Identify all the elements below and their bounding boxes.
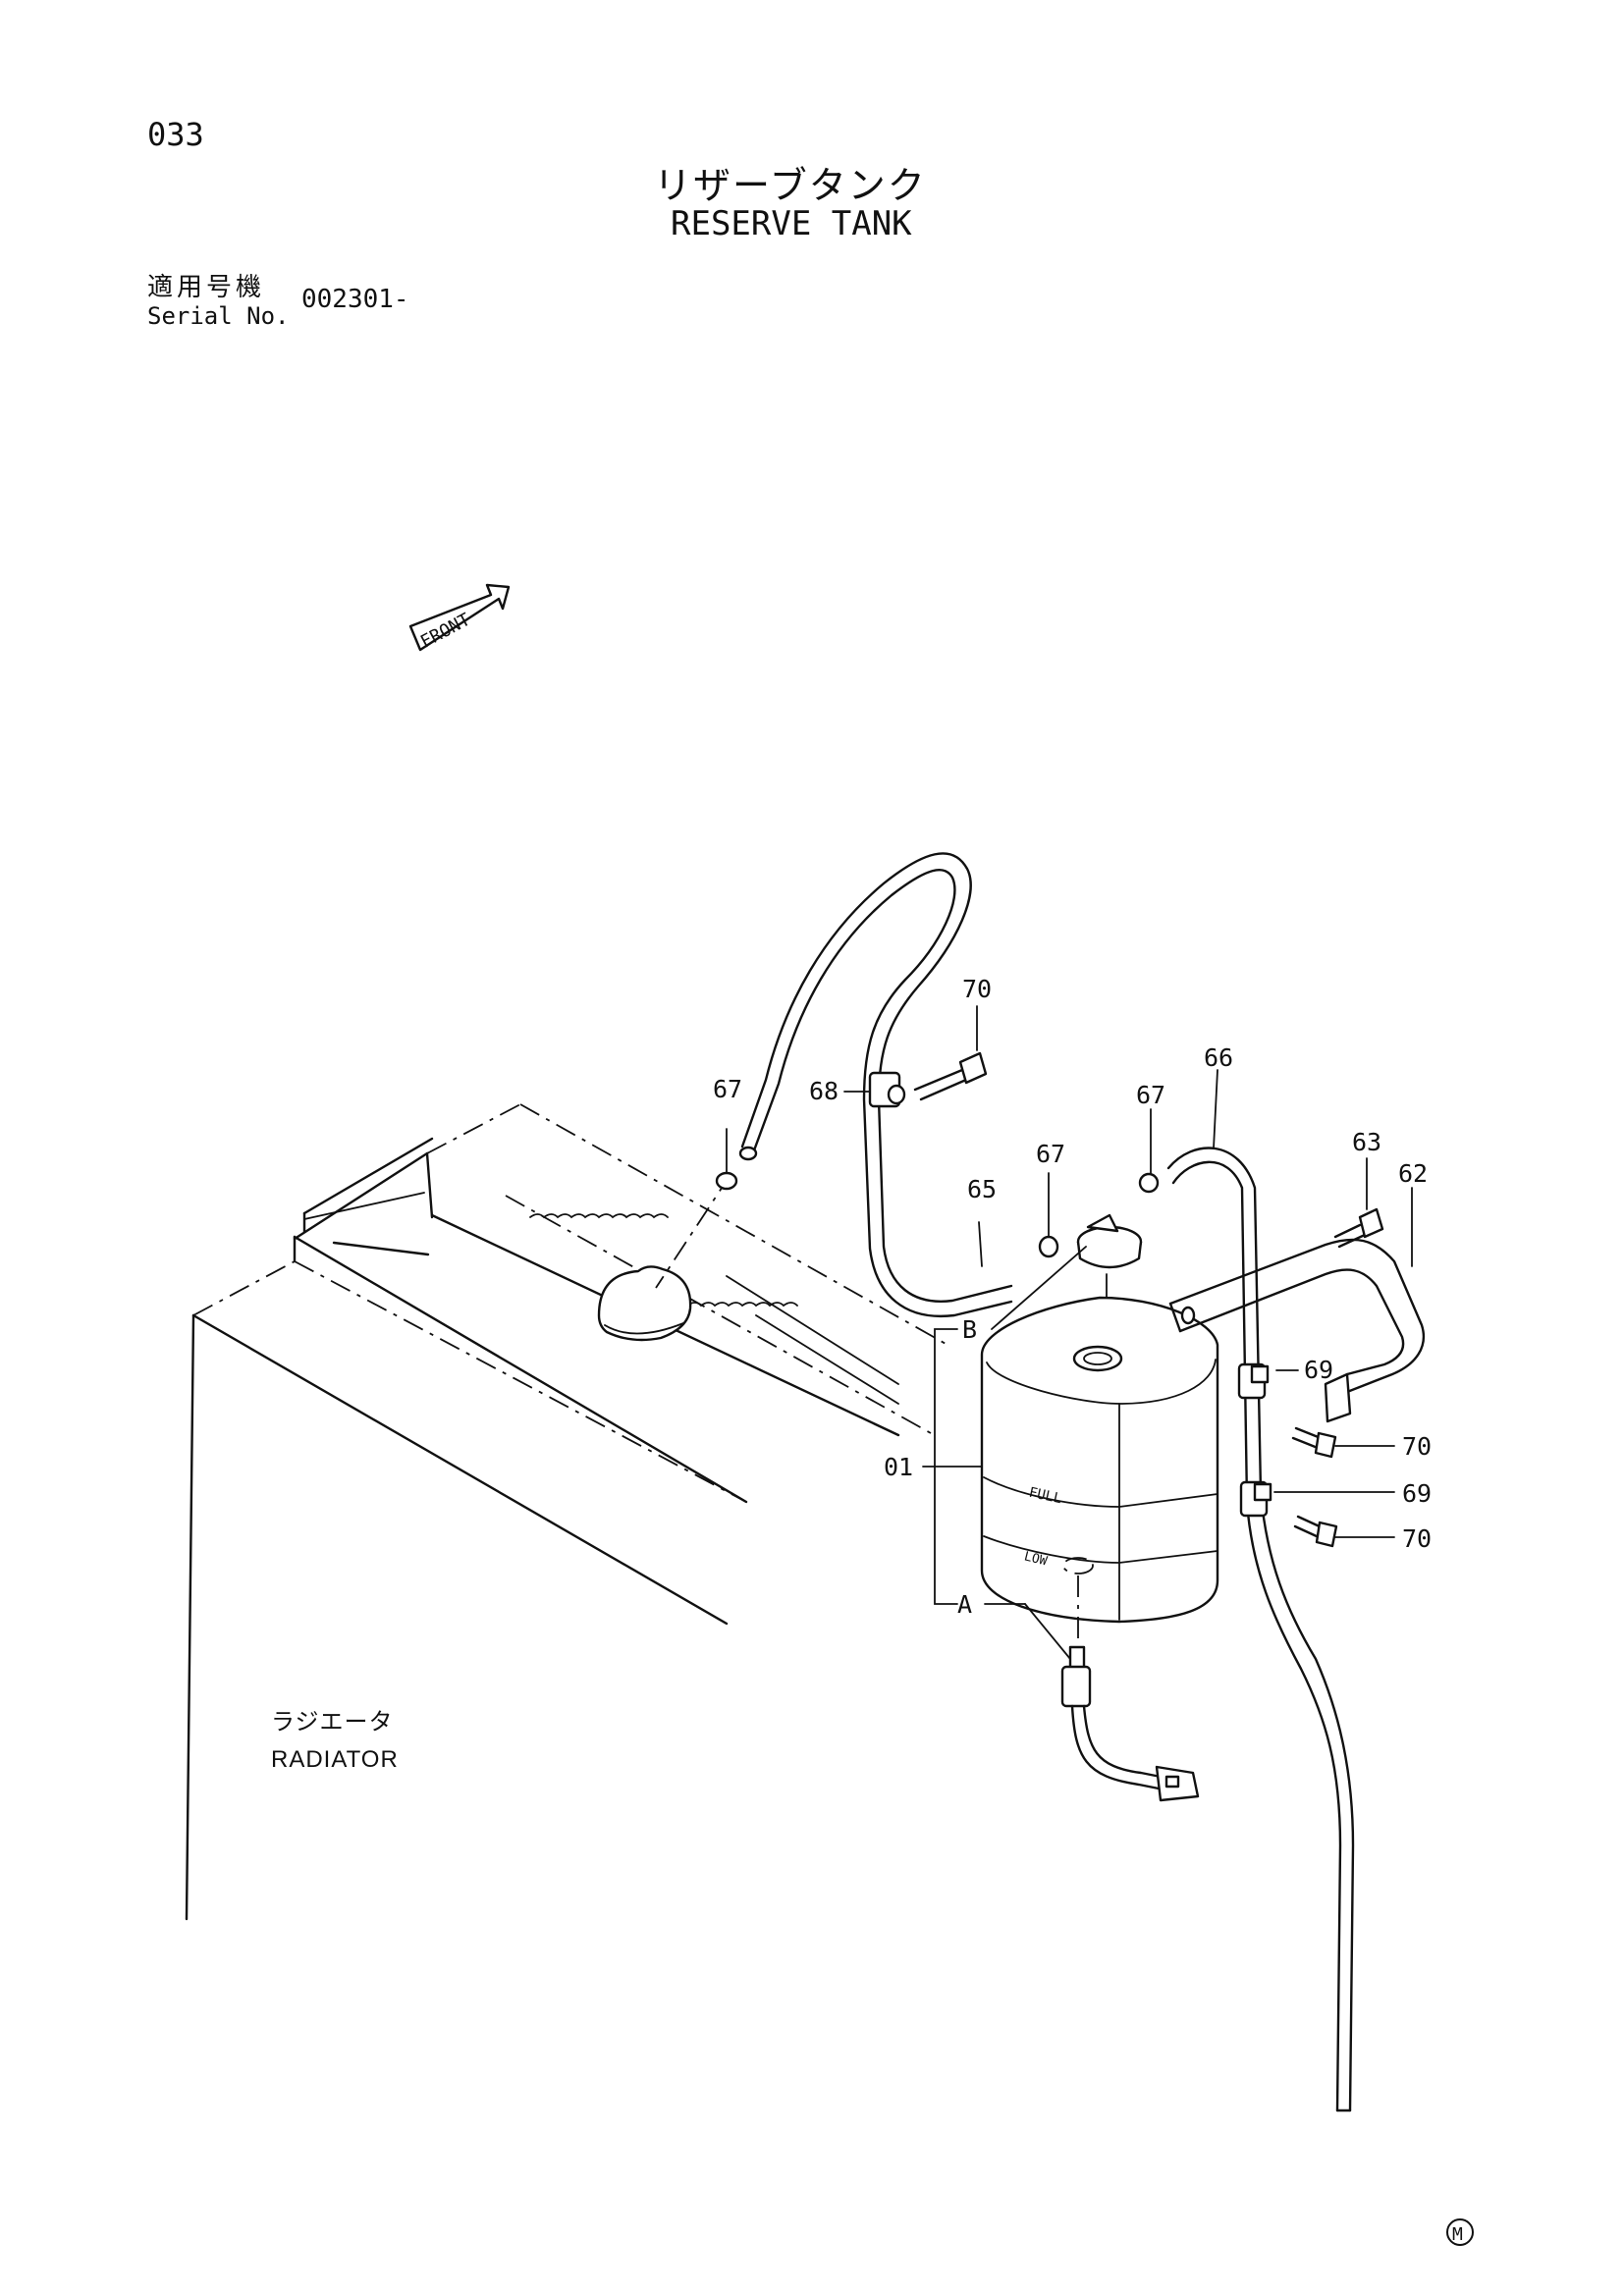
callout-70-middle: 70	[1402, 1432, 1432, 1461]
callout-67-upper: 67	[713, 1075, 742, 1103]
tank-full-mark: FULL	[1027, 1485, 1062, 1508]
serial-label: Serial No.	[147, 302, 290, 330]
page-title-japanese: リザーブタンク	[654, 164, 927, 207]
radiator-label: RADIATOR	[271, 1746, 399, 1773]
page-title: RESERVE TANK	[671, 204, 912, 243]
serial-label-japanese: 適用号機	[147, 273, 266, 302]
hose-clip	[1138, 1172, 1160, 1194]
callout-69-upper: 69	[1304, 1356, 1333, 1384]
bolt	[1333, 1207, 1384, 1249]
callout-68: 68	[809, 1077, 839, 1105]
bolt	[913, 1051, 988, 1101]
callout-67-middle: 67	[1036, 1140, 1065, 1168]
hose-clamp	[1237, 1362, 1270, 1400]
callout-63: 63	[1352, 1128, 1381, 1156]
reserve-tank: FULL LOW	[980, 1296, 1219, 1624]
callout-70-upper: 70	[962, 975, 992, 1003]
manufacturer-mark-letter: M	[1452, 2224, 1463, 2245]
drain-hose	[1166, 1147, 1355, 2112]
callout-A: A	[957, 1590, 972, 1619]
bolt	[1291, 1426, 1337, 1459]
callout-70-lower: 70	[1402, 1524, 1432, 1553]
manufacturer-mark-icon: M	[1446, 2218, 1474, 2246]
hose-clamp	[1239, 1480, 1272, 1518]
callout-65: 65	[967, 1175, 997, 1203]
hose-clamp	[868, 1071, 906, 1108]
hose-clip	[715, 1171, 738, 1191]
bolt	[1293, 1515, 1338, 1548]
overflow-hose	[655, 852, 1013, 1318]
radiator-label-japanese: ラジエータ	[271, 1709, 394, 1735]
callout-01: 01	[884, 1453, 913, 1481]
hose-clip	[1038, 1235, 1059, 1258]
callout-69-lower: 69	[1402, 1479, 1432, 1508]
radiator	[185, 1103, 948, 1921]
serial-number-value: 002301-	[301, 285, 409, 314]
front-arrow-icon: FRONT	[408, 583, 511, 653]
callout-B: B	[962, 1315, 977, 1344]
tank-bracket	[1168, 1238, 1426, 1423]
callout-62: 62	[1398, 1159, 1428, 1188]
callout-66: 66	[1204, 1043, 1233, 1072]
tank-low-mark: LOW	[1022, 1549, 1049, 1569]
radiator-cap	[597, 1265, 692, 1342]
callout-67-right: 67	[1136, 1081, 1165, 1109]
page-number: 033	[147, 116, 204, 153]
level-sensor	[1060, 1575, 1200, 1802]
leader-lines	[726, 1005, 1413, 1660]
